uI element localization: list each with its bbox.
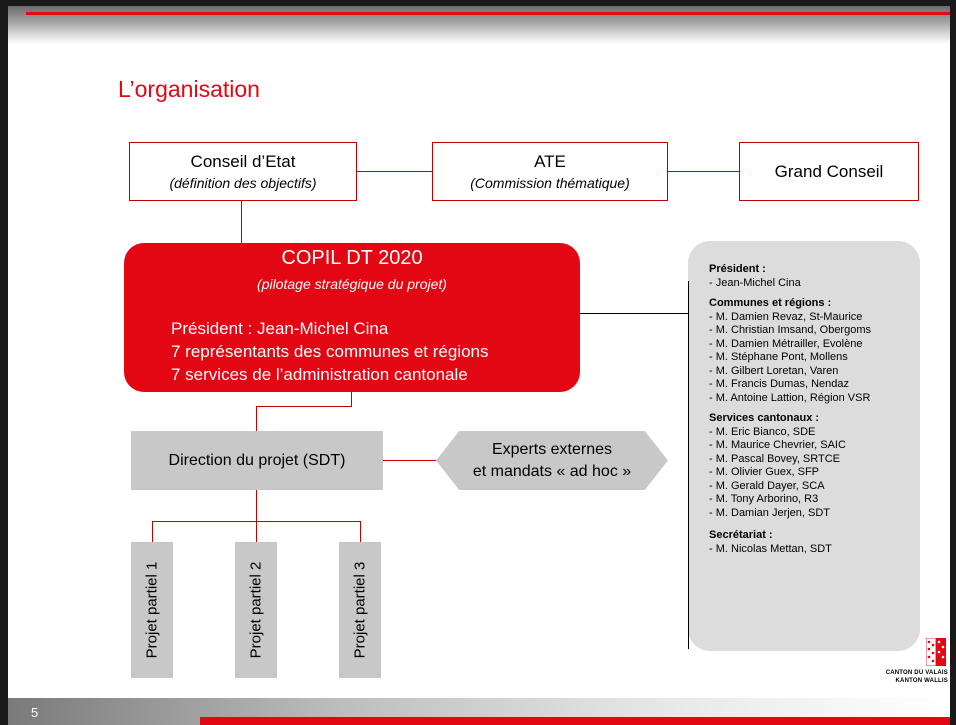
direction-label: Direction du projet (SDT) <box>168 451 346 469</box>
members-item: - M. Damien Métrailler, Evolène <box>709 337 863 350</box>
connector-copil-direction-h <box>256 406 352 407</box>
project-box-2: Projet partiel 2 <box>235 542 277 678</box>
project-box-1: Projet partiel 1 <box>131 542 173 678</box>
members-item: - M. Maurice Chevrier, SAIC <box>709 439 846 451</box>
members-group-secretariat: Secrétariat : - M. Nicolas Mettan, SDT <box>709 529 920 556</box>
header-red-rule <box>26 12 950 15</box>
ate-sublabel: (Commission thématique) <box>470 174 630 191</box>
connector-conseil-copil <box>241 201 242 243</box>
members-item: - M. Olivier Guex, SFP <box>709 466 820 478</box>
members-item: - M. Gerald Dayer, SCA <box>709 479 825 492</box>
members-item: - M. Nicolas Mettan, SDT <box>709 542 832 555</box>
grand-conseil-label: Grand Conseil <box>774 161 884 181</box>
copil-line-communes: 7 représentants des communes et régions <box>171 342 489 361</box>
experts-hexagon: Experts externes et mandats « ad hoc » <box>436 431 668 490</box>
members-heading-president: Président : <box>709 263 766 275</box>
project-box-3: Projet partiel 3 <box>339 542 381 678</box>
experts-line-2: et mandats « ad hoc » <box>472 462 632 480</box>
copil-title: COPIL DT 2020 <box>281 247 423 269</box>
project-label-2: Projet partiel 2 <box>247 561 265 659</box>
experts-line-1: Experts externes <box>491 440 613 458</box>
logo-line-1: CANTON DU VALAIS <box>885 670 948 676</box>
members-item: - M. Tony Arborino, R3 <box>709 493 819 505</box>
members-item: - M. Damian Jerjen, SDT <box>709 506 831 519</box>
connector-conseil-ate <box>357 171 432 172</box>
members-panel: Président : - Jean-Michel Cina Communes … <box>688 241 920 651</box>
logo-line-2: KANTON WALLIS <box>895 678 948 684</box>
conseil-etat-label: Conseil d’Etat <box>190 151 296 171</box>
project-label-1: Projet partiel 1 <box>143 561 161 659</box>
members-item: - M. Stéphane Pont, Mollens <box>709 351 848 363</box>
slide-title: L’organisation <box>118 76 260 102</box>
connector-project-1 <box>152 521 153 542</box>
members-item: - M. Christian Imsand, Obergoms <box>709 324 871 336</box>
conseil-etat-box: Conseil d’Etat (définition des objectifs… <box>129 142 357 201</box>
valais-flag-icon <box>926 638 946 666</box>
footer-red-rule <box>200 717 950 725</box>
members-item: - M. Antoine Lattion, Région VSR <box>709 391 871 404</box>
members-group-communes: Communes et régions : - M. Damien Revaz,… <box>709 297 920 405</box>
page-number: 5 <box>31 705 39 720</box>
grand-conseil-box: Grand Conseil <box>739 142 919 201</box>
connector-project-3 <box>360 521 361 542</box>
connector-project-2 <box>256 521 257 542</box>
canton-logo: CANTON DU VALAIS KANTON WALLIS <box>874 638 948 698</box>
connector-direction-top <box>256 406 257 431</box>
members-heading-services: Services cantonaux : <box>709 412 820 424</box>
connector-copil-members <box>580 313 688 314</box>
direction-box: Direction du projet (SDT) <box>131 431 383 490</box>
connector-ate-grand-conseil <box>668 171 739 172</box>
members-item: - M. Damien Revaz, St-Maurice <box>709 310 863 323</box>
connector-direction-experts <box>383 460 436 461</box>
members-item: - M. Pascal Bovey, SRTCE <box>709 452 841 465</box>
members-item: - M. Gilbert Loretan, Varen <box>709 364 839 377</box>
copil-line-services: 7 services de l’administration cantonale <box>171 365 468 384</box>
members-heading-secretariat: Secrétariat : <box>709 529 773 541</box>
members-group-services: Services cantonaux : - M. Eric Bianco, S… <box>709 412 920 520</box>
ate-box: ATE (Commission thématique) <box>432 142 668 201</box>
ate-label: ATE <box>534 151 566 171</box>
copil-subtitle: (pilotage stratégique du projet) <box>257 276 447 292</box>
connector-direction-projects <box>256 490 257 521</box>
copil-line-president: Président : Jean-Michel Cina <box>171 319 389 338</box>
members-group-president: Président : - Jean-Michel Cina <box>709 263 920 290</box>
conseil-etat-sublabel: (définition des objectifs) <box>169 174 317 191</box>
members-heading-communes: Communes et régions : <box>709 297 832 309</box>
members-item: - M. Francis Dumas, Nendaz <box>709 378 849 390</box>
members-item: - M. Eric Bianco, SDE <box>709 425 816 438</box>
members-bracket-line <box>688 281 689 649</box>
project-label-3: Projet partiel 3 <box>351 561 369 659</box>
copil-box: COPIL DT 2020 (pilotage stratégique du p… <box>124 243 580 392</box>
members-item: - Jean-Michel Cina <box>709 276 801 289</box>
connector-copil-direction <box>351 392 352 406</box>
